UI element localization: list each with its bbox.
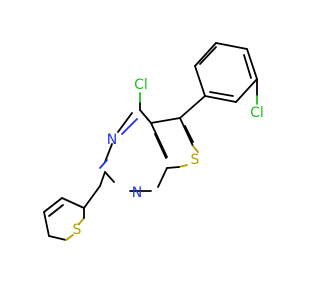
bond: [179, 117, 194, 147]
bond: [192, 145, 199, 153]
bond: [150, 117, 181, 124]
atom-n-bottom: N: [132, 185, 142, 201]
bond: [61, 197, 85, 209]
bond: [117, 112, 133, 133]
bond: [178, 164, 188, 168]
bond: [209, 91, 234, 97]
atom-s-thienopyrimidine: S: [191, 152, 200, 168]
bond: [199, 46, 217, 65]
bond: [99, 171, 106, 187]
bond: [184, 125, 194, 143]
bond: [104, 143, 113, 163]
atom-cl-phenyl: Cl: [250, 105, 264, 121]
bond: [204, 95, 237, 103]
bonds: [43, 42, 258, 241]
bond: [246, 48, 258, 80]
atom-cl-pyrimidine: Cl: [134, 77, 148, 93]
bond: [43, 197, 63, 213]
molecule-canvas: Cl Cl N N S S: [43, 42, 264, 241]
bond: [243, 54, 252, 79]
bond: [157, 167, 168, 188]
atom-n-top: N: [107, 132, 117, 148]
bond: [150, 122, 168, 158]
bond: [65, 234, 74, 241]
bond: [99, 159, 108, 169]
bond: [194, 42, 217, 67]
atom-s-thiophene: S: [73, 222, 82, 238]
bond: [43, 211, 50, 237]
bond: [154, 133, 167, 159]
bond: [166, 166, 180, 169]
bond: [48, 235, 67, 241]
bond: [121, 118, 138, 135]
bond: [235, 78, 258, 103]
bond: [78, 217, 85, 225]
bond: [48, 204, 64, 217]
bond: [83, 185, 101, 209]
bond: [139, 109, 152, 124]
bond: [194, 65, 206, 97]
molecule-structure: Cl Cl N N S S: [43, 42, 264, 241]
bond: [179, 95, 206, 119]
atom-labels: Cl Cl N N S S: [73, 77, 264, 238]
bond: [215, 42, 248, 50]
bond: [104, 171, 115, 183]
